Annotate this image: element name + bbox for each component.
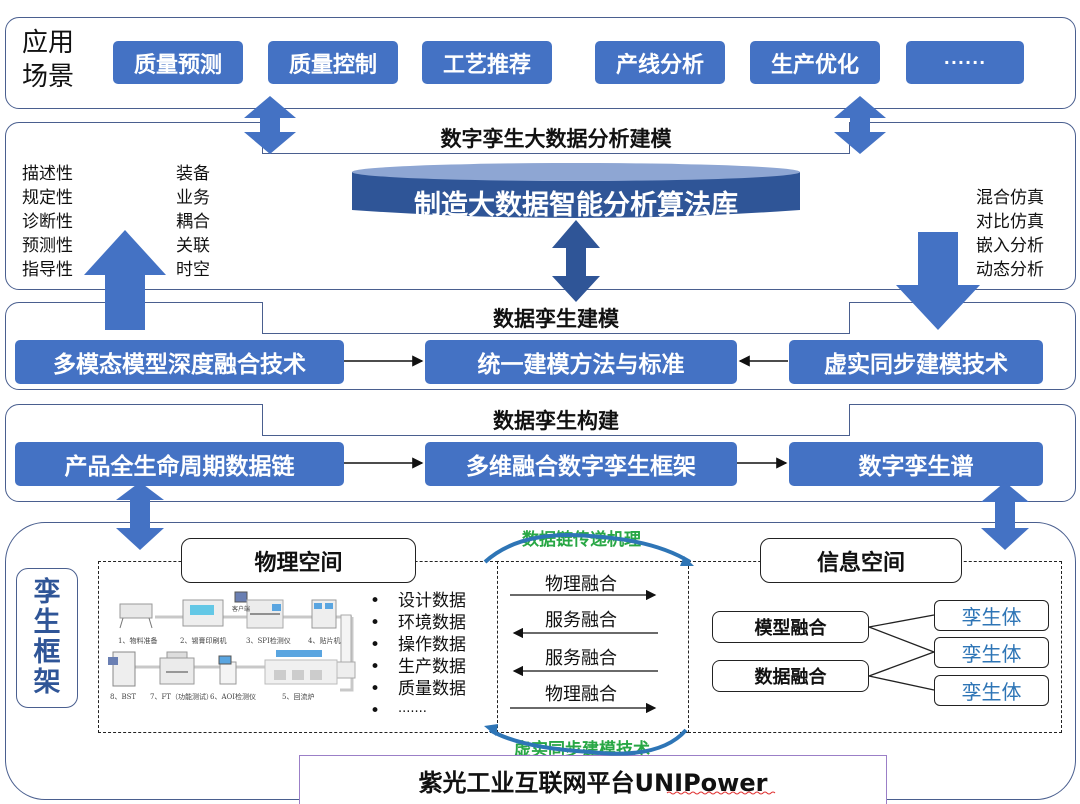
data-item: •操作数据 [370,635,466,655]
scenario-process-recommendation[interactable]: 工艺推荐 [422,41,552,84]
fusion-label: 物理融合 [545,574,617,595]
client-label: 客户端 [232,606,251,613]
algorithm-library-label[interactable]: 制造大数据智能分析算法库 [414,190,738,221]
virtual-real-sync-tech[interactable]: 虚实同步建模技术 [789,340,1043,384]
data-item: •质量数据 [370,679,466,699]
twin-entity-box: 孪生体 [934,637,1049,668]
analysis-type: 规定性 [22,188,73,208]
fusion-label: 服务融合 [545,648,617,669]
platform-box: 紫光工业互联网平台UNIPower [299,755,887,804]
scenario-more[interactable]: ······ [906,41,1024,84]
data-fusion-box: 数据融合 [712,660,869,692]
scenario-quality-control[interactable]: 质量控制 [268,41,398,84]
scenario-line-analysis[interactable]: 产线分析 [595,41,725,84]
machine-label: 7、FT（功能测试） [150,693,213,701]
data-items-list: •设计数据 •环境数据 •操作数据 •生产数据 •质量数据 •······· [370,590,466,724]
machine-label: 1、物料准备 [118,637,158,645]
data-chain-mechanism-label: 数据链传递机理 [522,530,641,550]
digital-twin-spectrum[interactable]: 数字孪生谱 [789,442,1043,486]
framework-label-char: 框 [33,637,61,668]
machine-label: 6、AOI检测仪 [210,693,257,701]
info-space-title: 信息空间 [760,538,962,583]
analysis-dimension: 关联 [176,236,210,256]
analysis-dimension: 耦合 [176,212,210,232]
data-item: •生产数据 [370,657,466,677]
analysis-layer-title: 数字孪生大数据分析建模 [262,122,850,154]
modeling-layer-title: 数据孪生建模 [262,302,850,334]
analysis-type: 预测性 [22,236,73,256]
data-item: •······· [370,701,427,721]
twin-entity-box: 孪生体 [934,675,1049,706]
machine-label: 5、回流炉 [282,693,315,701]
construction-layer-title: 数据孪生构建 [262,404,850,436]
framework-label-char: 生 [33,607,61,638]
analysis-type: 诊断性 [22,212,73,232]
platform-name: 紫光工业互联网平台UNIPower [418,768,768,797]
framework-label-char: 架 [33,667,61,698]
framework-label-char: 孪 [33,577,61,608]
analysis-dimension: 业务 [176,188,210,208]
data-item: •环境数据 [370,613,466,633]
framework-label: 孪 生 框 架 [16,568,78,708]
scenario-quality-prediction[interactable]: 质量预测 [113,41,243,84]
analysis-types-list: 描述性 规定性 诊断性 预测性 指导性 [22,162,73,282]
application-layer-label: 应用 场景 [22,26,74,94]
model-fusion-box: 模型融合 [712,611,869,643]
machine-label: 4、贴片机 [308,637,341,645]
multidim-twin-framework[interactable]: 多维融合数字孪生框架 [425,442,737,486]
analysis-type: 描述性 [22,164,73,184]
data-item: •设计数据 [370,591,466,611]
analysis-dimension: 时空 [176,260,210,280]
machine-label: 8、BST [110,693,137,701]
fusion-label: 物理融合 [545,684,617,705]
simulation-type: 对比仿真 [976,212,1044,232]
simulation-type: 嵌入分析 [976,236,1044,256]
twin-entity-box: 孪生体 [934,600,1049,631]
machine-label: 2、锡膏印刷机 [180,637,227,645]
simulation-type: 动态分析 [976,260,1044,280]
analysis-dimensions-list: 装备 业务 耦合 关联 时空 [176,162,210,282]
multimodal-fusion-tech[interactable]: 多模态模型深度融合技术 [15,340,344,384]
simulation-list: 混合仿真 对比仿真 嵌入分析 动态分析 [976,186,1044,282]
analysis-type: 指导性 [22,260,73,280]
analysis-dimension: 装备 [176,164,210,184]
physical-space-title: 物理空间 [181,538,416,583]
scenario-production-optimization[interactable]: 生产优化 [750,41,880,84]
machine-label: 3、SPI检测仪 [246,637,291,645]
lifecycle-data-chain[interactable]: 产品全生命周期数据链 [15,442,344,486]
unified-modeling-standard[interactable]: 统一建模方法与标准 [425,340,737,384]
fusion-label: 服务融合 [545,610,617,631]
simulation-type: 混合仿真 [976,188,1044,208]
label-line-2: 场景 [22,62,75,92]
label-line-1: 应用 [22,28,75,58]
